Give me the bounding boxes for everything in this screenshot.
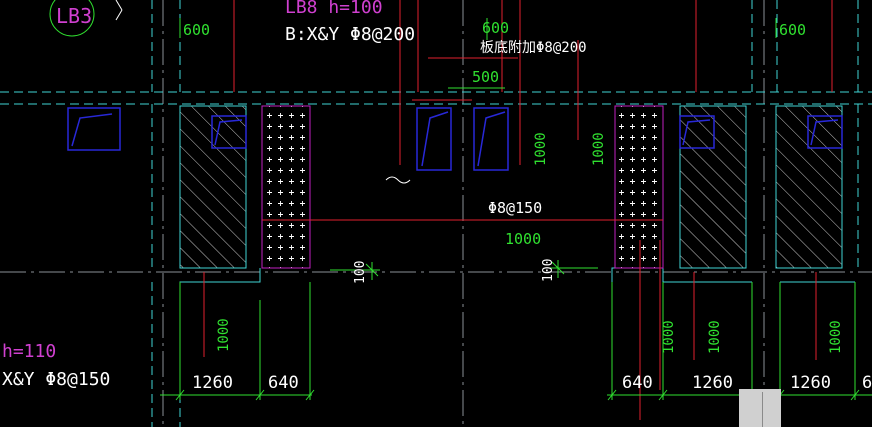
dim-top-600-mid: 600 (482, 19, 509, 37)
label-lb8-header: LB8 h=100 (285, 0, 383, 18)
dim-v1000-b: 1000 (591, 132, 607, 166)
dim-b6-partial: 6 (862, 373, 872, 393)
dim-d100-b: 100 (541, 259, 556, 282)
dim-v1000-f: 1000 (828, 320, 844, 354)
dim-h1000: 1000 (505, 230, 541, 248)
dim-b1260-a: 1260 (192, 373, 233, 393)
label-board-note: 板底附加Φ8@200 (480, 40, 587, 56)
dim-500: 500 (472, 68, 499, 86)
break-symbol (385, 176, 411, 184)
label-slab-rebar: X&Y Φ8@150 (2, 369, 110, 390)
dim-v1000-e: 1000 (707, 320, 723, 354)
dim-v1000-a: 1000 (533, 132, 549, 166)
dim-b1260-c: 1260 (790, 373, 831, 393)
dim-v1000-c: 1000 (216, 318, 232, 352)
dim-v1000-d: 1000 (661, 320, 677, 354)
dim-b640-b: 640 (622, 373, 653, 393)
label-lb3: LB3 (56, 4, 92, 28)
label-mid-rebar: Φ8@150 (488, 199, 542, 217)
hatched-walls (179, 105, 843, 269)
dim-top-600-left: 600 (183, 21, 210, 39)
label-lb8-rebar: B:X&Y Φ8@200 (285, 24, 415, 45)
lb3-circle (49, 0, 95, 37)
dim-d100-a: 100 (353, 261, 368, 284)
dimension-lines (160, 18, 872, 401)
bottom-tab (739, 389, 781, 427)
plus-zones (261, 105, 664, 269)
label-slab-h: h=110 (2, 341, 56, 362)
dim-top-600-right: 600 (779, 21, 806, 39)
columns (67, 107, 843, 171)
leader-line (115, 0, 123, 21)
dim-b640-a: 640 (268, 373, 299, 393)
dim-b1260-b: 1260 (692, 373, 733, 393)
rebar-lines (203, 0, 833, 420)
